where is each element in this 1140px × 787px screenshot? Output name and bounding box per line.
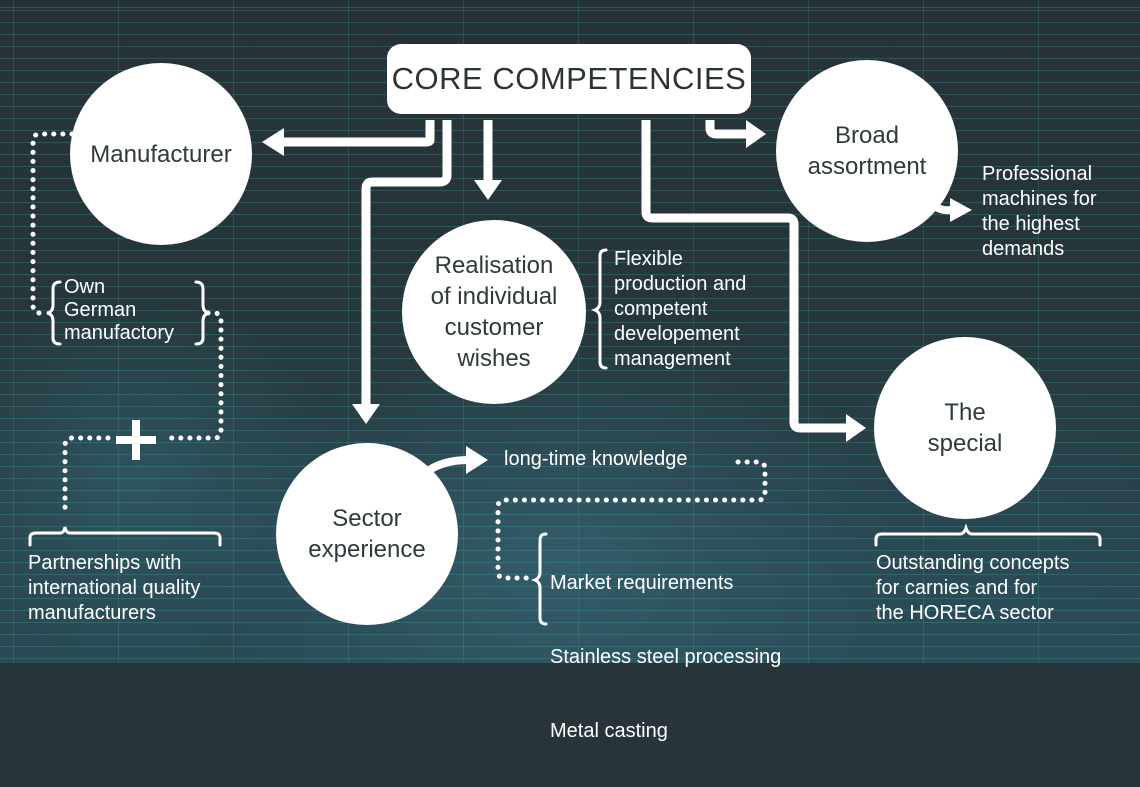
arrow-to-broad-assortment — [705, 120, 748, 139]
node-the-special-label: The special — [927, 399, 1003, 457]
sector-item: Market requirements — [550, 572, 734, 594]
node-manufacturer[interactable]: Manufacturer — [70, 63, 252, 245]
note-outstanding-concepts: Outstanding concepts for carnies and for… — [876, 552, 1070, 624]
note-long-time-knowledge: long-time knowledge — [504, 448, 688, 470]
brace-manufactory-right — [194, 280, 210, 346]
dotted-knowledge-to-items — [495, 459, 768, 581]
arrowhead-broad-assortment — [746, 120, 766, 148]
note-professional-machines: Professional machines for the highest de… — [982, 163, 1097, 260]
arrow-to-manufacturer — [282, 120, 435, 147]
plus-icon — [116, 420, 156, 460]
dotted-manufacturer-to-manufactory — [30, 131, 75, 316]
arrowhead-long-time-knowledge — [466, 446, 488, 474]
note-partnerships: Partnerships with international quality … — [28, 552, 201, 624]
arrow-to-sector-experience — [361, 120, 452, 405]
brace-partnerships — [28, 526, 222, 547]
note-flexible-production: Flexible production and competent develo… — [614, 248, 747, 370]
arrowhead-the-special — [846, 414, 866, 442]
arrowhead-sector-experience — [352, 404, 380, 424]
arrowhead-manufacturer — [262, 128, 284, 156]
node-broad-assortment-label: Broad assortment — [807, 122, 927, 180]
arrow-to-the-special — [641, 120, 848, 433]
brace-outstanding-concepts — [874, 523, 1102, 547]
dotted-manufactory-to-plus — [163, 310, 224, 441]
node-realisation-label: Realisation of individual customer wishe… — [430, 252, 558, 372]
brace-flexible-production — [590, 248, 608, 370]
sector-items-list: Market requirements Stainless steel proc… — [550, 528, 781, 787]
note-own-german-manufactory: Own German manufactory — [64, 276, 175, 344]
dotted-plus-to-partnerships — [62, 435, 111, 519]
arrowhead-professional-machines — [950, 198, 972, 222]
node-realisation[interactable]: Realisation of individual customer wishe… — [402, 220, 586, 404]
sector-item: Stainless steel processing — [550, 646, 782, 668]
core-competencies-title: CORE COMPETENCIES — [387, 44, 751, 114]
node-the-special[interactable]: The special — [874, 337, 1056, 519]
brace-manufactory-left — [46, 280, 62, 346]
node-sector-experience[interactable]: Sector experience — [276, 443, 458, 625]
node-broad-assortment[interactable]: Broad assortment — [776, 60, 958, 242]
node-sector-experience-label: Sector experience — [308, 505, 426, 563]
node-manufacturer-label: Manufacturer — [90, 140, 232, 168]
sector-item: Metal casting — [550, 720, 668, 742]
arrowhead-realisation — [474, 180, 502, 200]
brace-sector-items — [530, 532, 548, 626]
